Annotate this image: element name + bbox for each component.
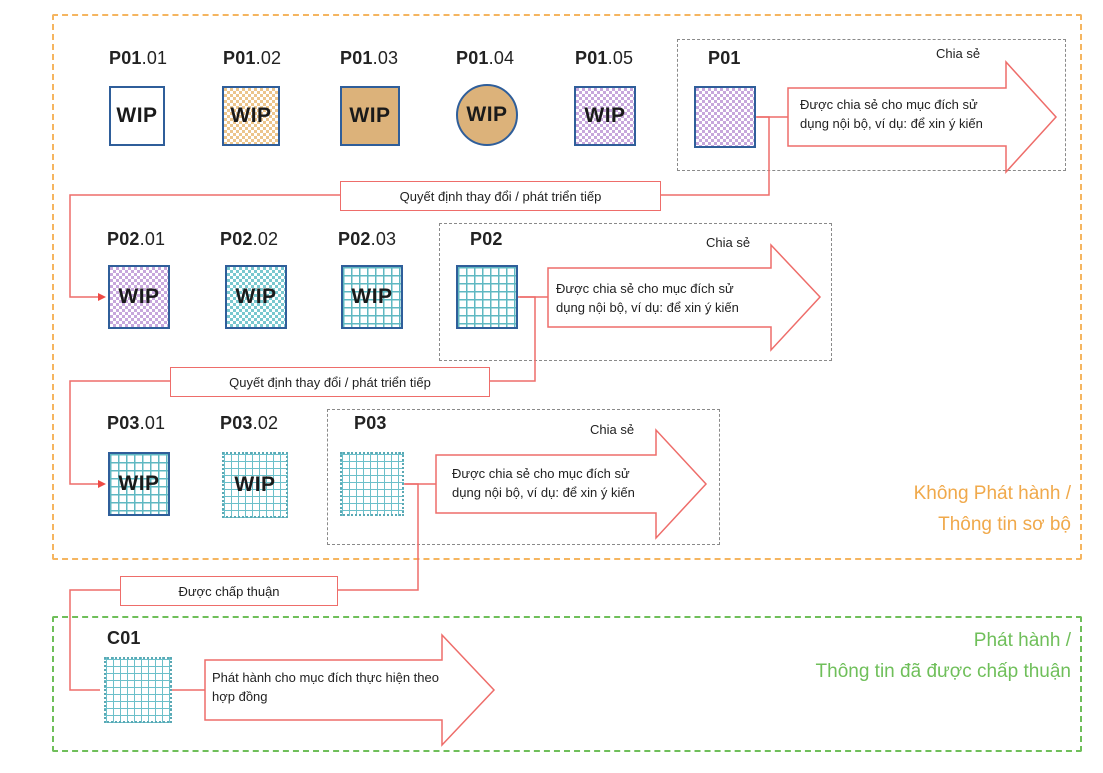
decision-pill-2: Quyết định thay đổi / phát triển tiếp bbox=[170, 367, 490, 397]
wip-zone bbox=[52, 14, 1082, 560]
flow-line-row2-down bbox=[69, 380, 170, 488]
c01-code: C01 bbox=[107, 628, 141, 648]
tile-code-p02-02: P02.02 bbox=[220, 229, 279, 249]
wip-tile-p02-02: WIP bbox=[225, 265, 287, 329]
arrow-text-p03: Được chia sẻ cho mục đích sử dụng nội bộ… bbox=[452, 466, 635, 500]
wip-tile-p03-02: WIP bbox=[222, 452, 288, 518]
share-label-p03: Chia sẻ bbox=[590, 422, 635, 437]
arrow-shape-p01 bbox=[787, 60, 1058, 174]
tile-code-p01-03: P01.03 bbox=[340, 48, 399, 68]
share-label-p01: Chia sẻ bbox=[936, 46, 981, 61]
tile-code-p03-02: P03.02 bbox=[220, 413, 279, 433]
wip-tile-p02-01: WIP bbox=[108, 265, 170, 329]
wip-tile-p02-03: WIP bbox=[341, 265, 403, 329]
wip-tile-p01-03: WIP bbox=[340, 86, 400, 146]
p03-share-group bbox=[327, 409, 720, 545]
flow-line-row3-down bbox=[69, 589, 120, 691]
wip-tile-p01-01: WIP bbox=[109, 86, 165, 146]
tile-code-p02-01: P02.01 bbox=[107, 229, 166, 249]
shared-tile-p01 bbox=[694, 86, 756, 148]
tile-code-p03-01: P03.01 bbox=[107, 413, 166, 433]
shared-tile-p03 bbox=[340, 452, 404, 516]
tile-code-p01-05: P01.05 bbox=[575, 48, 634, 68]
arrow-text-c01: Phát hành cho mục đích thực hiện theo hợ… bbox=[212, 670, 439, 704]
shared-tile-p02 bbox=[456, 265, 518, 329]
p01-share-group bbox=[677, 39, 1066, 171]
tile-code-p02-03: P02.03 bbox=[338, 229, 397, 249]
wip-tile-p01-05: WIP bbox=[574, 86, 636, 146]
wip-tile-p01-04: WIP bbox=[456, 84, 518, 146]
tile-code-p01-01: P01.01 bbox=[109, 48, 168, 68]
wip-tile-p03-01: WIP bbox=[108, 452, 170, 516]
decision-pill-1: Quyết định thay đổi / phát triển tiếp bbox=[340, 181, 661, 211]
published-zone bbox=[52, 616, 1082, 752]
p02-share-group bbox=[439, 223, 832, 361]
shared-code-p01: P01 bbox=[708, 48, 741, 68]
tile-code-p01-02: P01.02 bbox=[223, 48, 282, 68]
arrow-shape-p02 bbox=[547, 243, 822, 352]
arrow-text-p02: Được chia sẻ cho mục đích sử dụng nội bộ… bbox=[556, 281, 739, 315]
shared-code-p03: P03 bbox=[354, 413, 387, 433]
wip-tile-p01-02: WIP bbox=[222, 86, 280, 146]
published-zone-label: Phát hành / Thông tin đã được chấp thuận bbox=[815, 630, 1071, 682]
share-label-p02: Chia sẻ bbox=[706, 235, 751, 250]
arrow-shape-c01 bbox=[204, 633, 496, 747]
tile-code-p01-04: P01.04 bbox=[456, 48, 515, 68]
wip-zone-label: Không Phát hành / Thông tin sơ bộ bbox=[913, 483, 1071, 535]
flow-line-row1-down bbox=[69, 194, 340, 301]
c01-tile bbox=[104, 657, 172, 723]
approved-pill: Được chấp thuận bbox=[120, 576, 338, 606]
shared-code-p02: P02 bbox=[470, 229, 503, 249]
arrow-text-p01: Được chia sẻ cho mục đích sử dụng nội bộ… bbox=[800, 97, 983, 131]
arrow-shape-p03 bbox=[435, 428, 708, 540]
